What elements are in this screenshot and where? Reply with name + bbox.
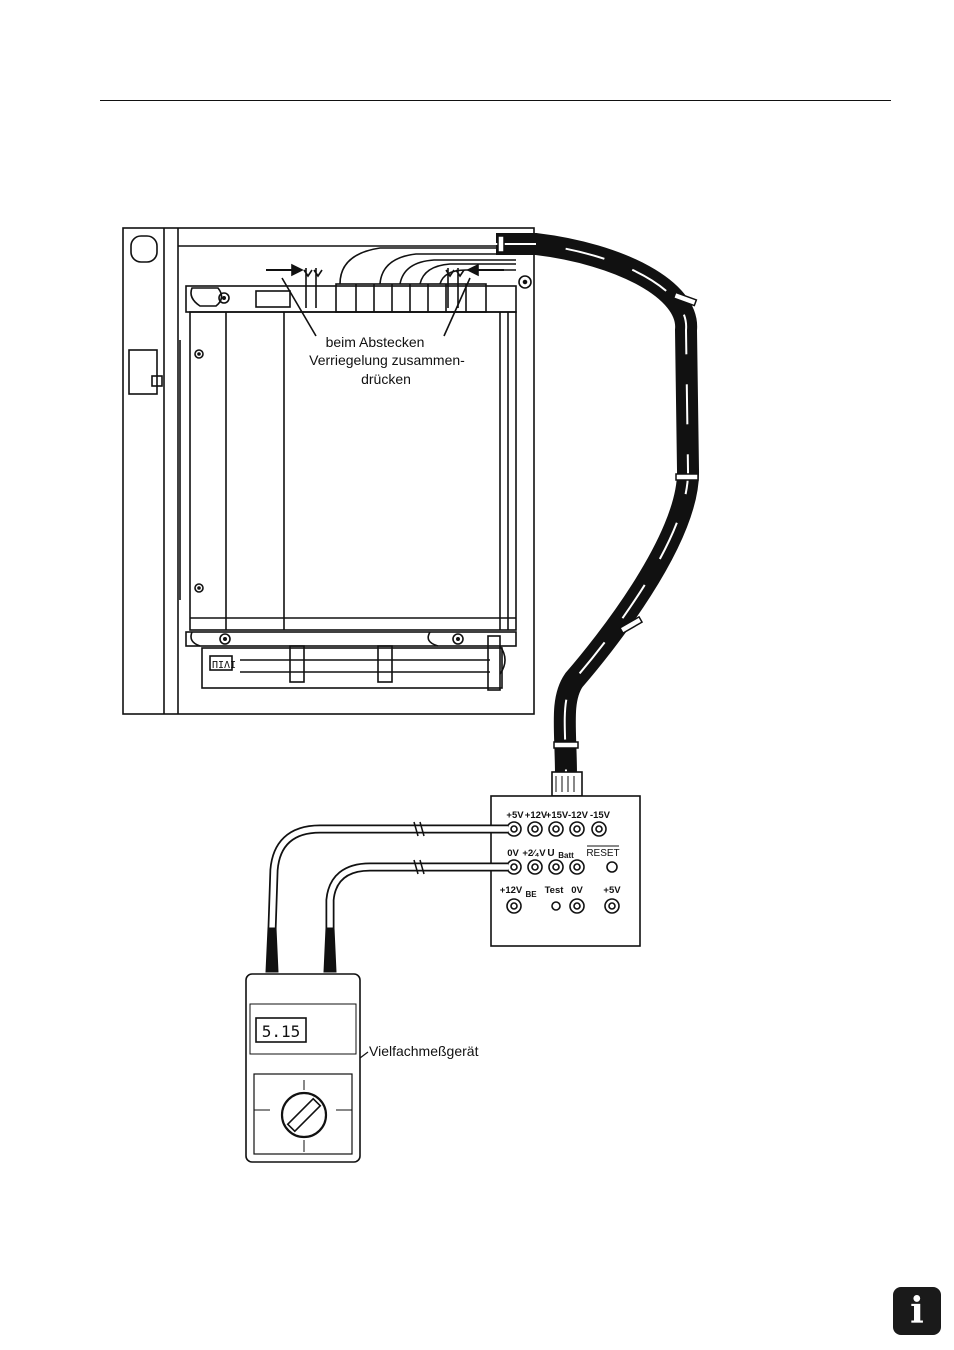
multimeter: 5.15 Vielfachmeßgerät (245, 973, 479, 1163)
label-test: Test (545, 885, 565, 896)
meter-reading: 5.15 (262, 1022, 301, 1041)
label-plus5v-row3: +5V (603, 885, 621, 896)
plug-in-module (189, 311, 517, 631)
unplug-instruction: beim Abstecken Verriegelung zusammen- dr… (309, 334, 465, 387)
main-cable (496, 233, 700, 797)
cabinet-frame (122, 227, 535, 715)
reset-button[interactable] (606, 861, 618, 873)
meter-label: Vielfachmeßgerät (369, 1043, 479, 1059)
screw (218, 292, 230, 304)
instruction-line-1: beim Abstecken (326, 334, 425, 350)
device-tag: ΠΙΛΙ (212, 660, 236, 671)
lock-clip-right (445, 268, 465, 308)
header-rule (100, 100, 891, 101)
label-plus12v-be: +12V (500, 885, 523, 896)
info-glyph: i (910, 1290, 924, 1332)
label-minus15v: -15V (590, 810, 611, 821)
label-plus5v: +5V (506, 810, 524, 821)
screw (518, 275, 532, 289)
label-minus12v: -12V (568, 810, 589, 821)
label-0v-row3: 0V (571, 885, 583, 896)
instruction-line-3: drücken (361, 371, 411, 387)
instruction-line-2: Verriegelung zusammen- (309, 352, 465, 368)
info-icon: i (893, 1287, 941, 1335)
label-plus15v: +15V (546, 810, 569, 821)
label-be-sub: BE (525, 890, 537, 899)
label-plus-u: +2⁄₄V (522, 848, 546, 859)
label-ubatt-sub: Batt (558, 851, 574, 860)
mount-keyhole (190, 287, 223, 307)
meter-display (255, 1017, 307, 1043)
test-led (551, 901, 561, 911)
label-ubatt: U (547, 848, 554, 859)
device-tag-frame (209, 655, 233, 671)
rail-slot (130, 235, 158, 263)
label-reset: RESET (586, 848, 619, 859)
control-cabinet (122, 227, 535, 715)
connector-block (335, 283, 487, 313)
test-leads (265, 821, 508, 973)
label-plus12v: +12V (525, 810, 548, 821)
lock-clip-left (303, 268, 323, 308)
test-adapter: +5V +12V +15V -12V -15V 0V +2⁄₄V U Batt … (490, 795, 641, 947)
label-0v: 0V (507, 848, 519, 859)
